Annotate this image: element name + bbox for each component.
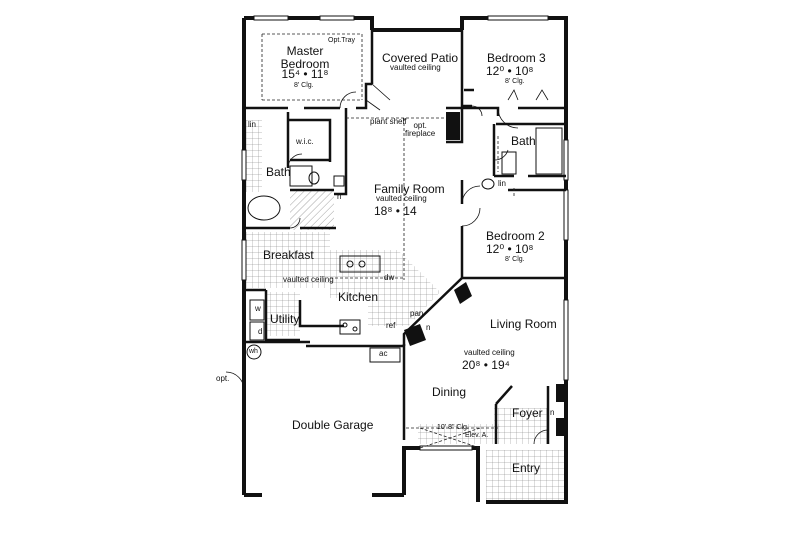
ref-label: ref [386, 321, 396, 330]
master-bedroom-dims: 15⁴ • 11⁸ [281, 67, 329, 81]
fireplace-label: opt. fireplace [405, 121, 436, 139]
n-kitchen-label: n [426, 323, 431, 332]
covered-patio-label: Covered Patio [382, 51, 459, 65]
entry-label: Entry [512, 461, 541, 475]
bath-right-label: Bath [511, 134, 536, 148]
fireplace-line-1: opt. [413, 121, 427, 130]
bedroom3-clg: 8' Clg. [505, 78, 525, 85]
utility-label: Utility [270, 312, 300, 326]
bedroom3-dims: 12⁰ • 10⁸ [486, 64, 534, 78]
living-room-dims: 20⁸ • 19⁴ [462, 358, 510, 372]
lin-right-label: lin [498, 179, 507, 188]
interior-walls [242, 30, 566, 495]
washer-label: w [255, 304, 261, 313]
elevation-label: Elev. A. [465, 432, 489, 439]
master-bedroom-clg: 8' Clg. [294, 82, 314, 89]
dryer-label: d [258, 327, 263, 336]
master-bedroom-note: Opt.Tray [328, 37, 355, 44]
living-room-label: Living Room [490, 317, 557, 331]
solid-blocks [404, 112, 566, 436]
plant-shelf-label: plant shelf [370, 117, 407, 126]
fixtures [246, 127, 563, 363]
family-room-label: Family Room [374, 182, 445, 196]
bedroom2-clg: 8' Clg. [505, 256, 525, 263]
tiled-floors [244, 120, 564, 502]
bedroom2-dims: 12⁰ • 10⁸ [486, 242, 534, 256]
kitchen-note: vaulted ceiling [283, 275, 334, 284]
family-room-dims: 18⁸ • 14 [374, 204, 417, 218]
bedroom2-label: Bedroom 2 [486, 229, 545, 243]
master-bedroom-name-2: Bedroom [280, 56, 330, 71]
opt-garage-label: opt. [216, 374, 230, 383]
dw-label: dw [384, 273, 395, 282]
bedroom3-label: Bedroom 3 [487, 51, 546, 65]
master-bedroom-name-1: Master [286, 44, 324, 58]
n-master-label: n [337, 192, 342, 201]
pan-label: pan [410, 309, 424, 318]
bath-master-label: Bath [266, 165, 291, 179]
foyer-label: Foyer [512, 406, 543, 420]
living-room-note: vaulted ceiling [464, 348, 515, 357]
dashed-lines [261, 33, 515, 449]
wh-label: wh [249, 348, 258, 355]
ac-label: ac [379, 349, 388, 358]
n-foyer-label: n [550, 408, 555, 417]
door-swings [225, 83, 549, 445]
lin-left-label: lin [248, 120, 257, 129]
kitchen-label: Kitchen [338, 290, 379, 304]
ceiling-10-label: 10' 8" Clg. [437, 424, 469, 431]
dining-label: Dining [432, 385, 467, 399]
double-garage-label: Double Garage [292, 418, 374, 432]
fireplace-line-2: fireplace [405, 129, 436, 139]
family-room-note: vaulted ceiling [376, 194, 427, 203]
master-bedroom-label: Master Bedroom [280, 45, 330, 70]
windows [241, 15, 569, 451]
wic-label: w.i.c. [296, 137, 314, 146]
covered-patio-note: vaulted ceiling [390, 63, 441, 72]
breakfast-label: Breakfast [263, 248, 314, 262]
